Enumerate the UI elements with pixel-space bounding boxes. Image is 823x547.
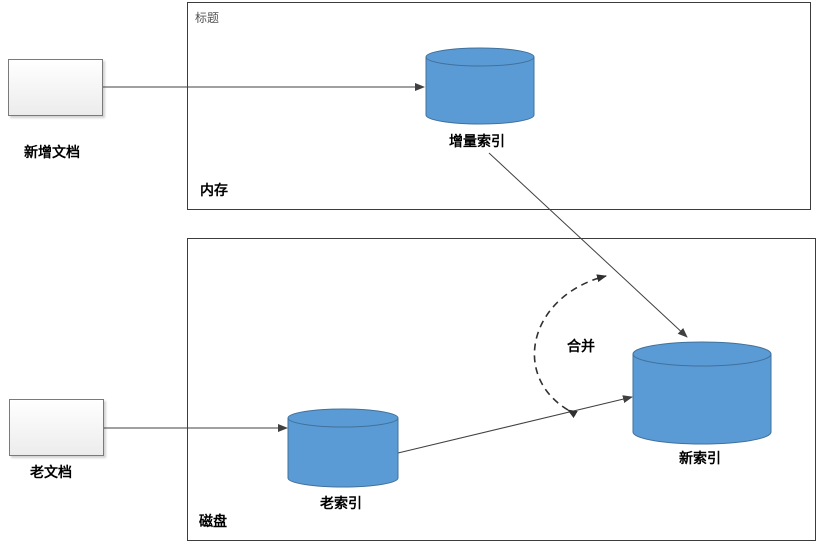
- memory-region-label: 内存: [200, 183, 228, 199]
- incremental-index-label: 增量索引: [449, 134, 505, 150]
- old-documents-label: 老文档: [30, 465, 72, 481]
- incremental-index-cylinder-icon: [425, 47, 535, 125]
- old-documents-box: [9, 399, 104, 456]
- old-index-label: 老索引: [320, 496, 362, 512]
- merge-label: 合并: [567, 339, 595, 355]
- title-placeholder: 标题: [195, 11, 220, 25]
- old-index-cylinder-icon: [287, 408, 399, 488]
- new-documents-box: [8, 59, 103, 116]
- new-documents-label: 新增文档: [24, 145, 80, 161]
- disk-region-label: 磁盘: [199, 514, 227, 530]
- new-index-label: 新索引: [679, 451, 721, 467]
- new-index-cylinder-icon: [632, 341, 772, 445]
- arrow-old-to-new-index: [397, 395, 633, 454]
- arrow-incremental-to-new-index: [488, 152, 688, 338]
- merge-dashed-arc: [533, 274, 607, 419]
